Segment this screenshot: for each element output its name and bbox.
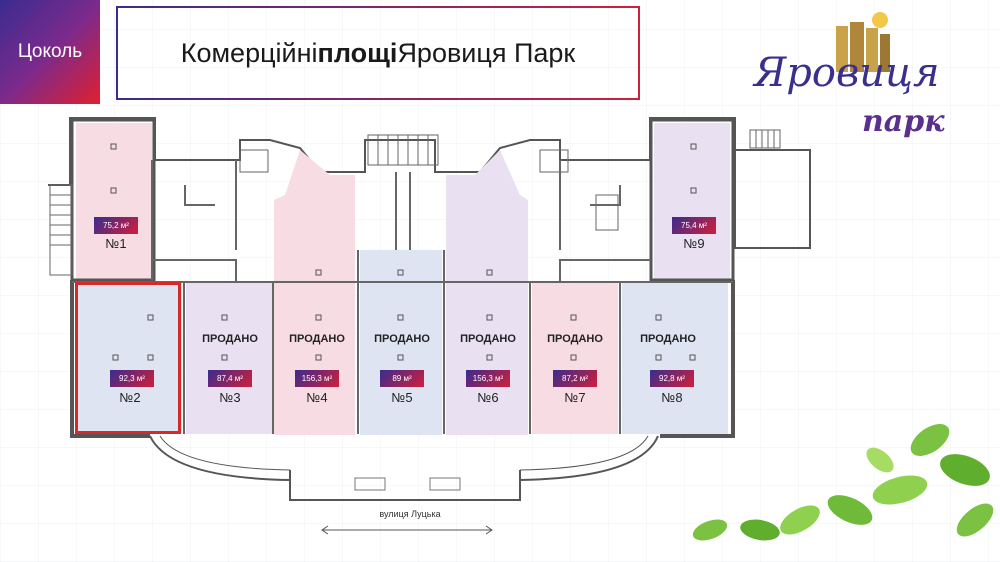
sold-label: ПРОДАНО — [460, 333, 516, 345]
logo: Яровиця парк — [750, 6, 990, 156]
unit-number: №2 — [119, 390, 141, 405]
logo-word-1: Яровиця — [754, 50, 940, 96]
unit-number: №1 — [105, 236, 127, 251]
unit-number: №9 — [683, 236, 705, 251]
sold-label: ПРОДАНО — [547, 333, 603, 345]
title-bold: площі — [317, 37, 398, 68]
unit-number: №3 — [219, 390, 241, 405]
sold-label: ПРОДАНО — [289, 333, 345, 345]
selected-unit-highlight — [75, 282, 181, 434]
logo-word-2: парк — [862, 104, 945, 139]
title-part2: Яровиця Парк — [397, 37, 576, 68]
street-label: вулиця Луцька — [379, 509, 441, 519]
unit-number: №5 — [391, 390, 413, 405]
unit-area-badge[interactable]: 92,3 м² — [110, 370, 154, 387]
sold-label: ПРОДАНО — [202, 333, 258, 345]
unit-number: №7 — [564, 390, 586, 405]
unit-area-badge: 156,3 м² — [295, 370, 339, 387]
unit-number: №4 — [306, 390, 328, 405]
unit-area-badge: 87,4 м² — [208, 370, 252, 387]
floor-tag: Цоколь — [0, 0, 100, 104]
unit-area-badge: 156,3 м² — [466, 370, 510, 387]
sold-label: ПРОДАНО — [640, 333, 696, 345]
logo-building-icon — [836, 12, 890, 72]
unit-area-badge: 75,4 м² — [672, 217, 716, 234]
unit-area-badge: 89 м² — [380, 370, 424, 387]
unit-number: №8 — [661, 390, 683, 405]
leaves-decoration — [692, 424, 994, 541]
title-part1: Комерційні — [180, 37, 318, 68]
unit-number: №6 — [477, 390, 499, 405]
page-title: Комерційні площі Яровиця Парк — [116, 6, 640, 100]
sold-label: ПРОДАНО — [374, 333, 430, 345]
unit-area-badge: 75,2 м² — [94, 217, 138, 234]
unit-area-badge: 87,2 м² — [553, 370, 597, 387]
unit-area-badge: 92,8 м² — [650, 370, 694, 387]
